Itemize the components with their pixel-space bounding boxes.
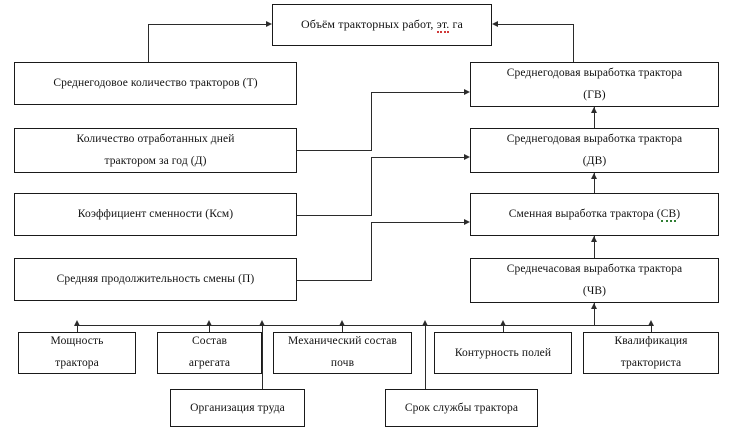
node-tractor-lifetime: Срок службы трактора — [385, 389, 538, 427]
node-driver-qualification-line2: тракториста — [620, 357, 682, 369]
arrow-labor-to-bus — [258, 320, 265, 326]
arrow-to-sv — [464, 218, 470, 225]
title-text-tail: га — [452, 17, 463, 32]
node-total-volume: Объём тракторных работ, эт. га — [272, 4, 492, 46]
connector-lifetime-stem — [425, 325, 426, 389]
node-field-contour-label: Контурность полей — [454, 346, 552, 359]
node-soil-composition: Механический состав почв — [273, 332, 412, 374]
node-worked-days: Количество отработанных дней трактором з… — [14, 128, 297, 173]
connector-labor-stem — [262, 325, 263, 389]
node-hourly-output: Среднечасовая выработка трактора (ЧВ) — [470, 258, 719, 303]
node-worked-days-line1: Количество отработанных дней — [76, 132, 235, 145]
connector-bus-to-chv — [594, 303, 595, 326]
arrow-soil-to-bus — [338, 320, 345, 326]
connector-gv-to-title-vertical — [573, 24, 574, 62]
connector-d-to-elbow — [297, 150, 372, 151]
node-unit-composition-line1: Состав — [191, 335, 228, 348]
connector-dv-to-gv — [594, 107, 595, 128]
node-shift-coefficient-label: Коэффициент сменности (Ксм) — [77, 208, 234, 221]
node-unit-composition-line2: агрегата — [188, 357, 231, 369]
node-annual-output-line2: (ГВ) — [583, 88, 606, 101]
title-text-main: Объём тракторных работ, — [301, 17, 434, 32]
connector-fields-stem — [503, 325, 504, 333]
arrow-t-to-title — [266, 20, 272, 27]
node-annual-output: Среднегодовая выработка трактора (ГВ) — [470, 62, 719, 107]
connector-elbow-ksm-vertical — [371, 157, 372, 216]
node-shift-output-label: Сменная выработка трактора (СВ) — [476, 206, 713, 223]
node-annual-output-line1: Среднегодовая выработка трактора — [506, 66, 683, 79]
arrow-dv-to-gv — [590, 107, 597, 113]
arrow-bus-to-chv — [590, 303, 597, 309]
connector-t-to-title-horizontal — [148, 24, 266, 25]
connector-sv-to-dv — [594, 173, 595, 194]
node-soil-composition-line1: Механический состав — [288, 335, 397, 348]
node-hourly-output-line2: (ЧВ) — [582, 284, 607, 297]
node-labor-organization-label: Организация труда — [190, 401, 285, 414]
connector-elbow-p-vertical — [371, 222, 372, 281]
node-shift-output-tail: ) — [676, 208, 681, 221]
node-tractor-power: Мощность трактора — [18, 332, 136, 374]
node-shift-duration-label: Средняя продолжительность смены (П) — [56, 273, 255, 286]
node-daily-output-line1: Среднегодовая выработка трактора — [506, 132, 683, 145]
connector-t-to-title-vertical — [148, 24, 149, 62]
connector-chv-to-sv — [594, 236, 595, 258]
node-daily-output: Среднегодовая выработка трактора (ДВ) — [470, 128, 719, 173]
node-shift-output-tag: СВ — [660, 208, 677, 223]
node-driver-qualification: Квалификация тракториста — [583, 332, 719, 374]
arrow-gv-to-title — [492, 20, 498, 27]
node-daily-output-line2: (ДВ) — [582, 154, 607, 167]
node-soil-composition-line2: почв — [330, 357, 355, 369]
node-driver-qualification-line1: Квалификация — [614, 335, 688, 348]
node-shift-duration: Средняя продолжительность смены (П) — [14, 258, 297, 301]
node-tractor-power-line1: Мощность — [50, 335, 104, 348]
connector-elbow-to-gv — [371, 92, 464, 93]
node-hourly-output-line1: Среднечасовая выработка трактора — [506, 262, 683, 275]
node-annual-output-label: Среднегодовая выработка трактора (ГВ) — [476, 63, 713, 107]
node-tractor-power-label: Мощность трактора — [24, 331, 130, 375]
node-driver-qualification-label: Квалификация тракториста — [589, 331, 713, 375]
connector-p-to-elbow — [297, 280, 372, 281]
connector-unit-stem — [209, 325, 210, 333]
node-tractor-power-line2: трактора — [55, 357, 99, 369]
arrow-fields-to-bus — [499, 320, 506, 326]
node-unit-composition: Состав агрегата — [157, 332, 262, 374]
node-tractor-lifetime-label: Срок службы трактора — [404, 401, 519, 414]
node-unit-composition-label: Состав агрегата — [163, 331, 256, 375]
arrow-to-dv — [464, 153, 470, 160]
arrow-chv-to-sv — [590, 236, 597, 242]
node-shift-output-head: Сменная выработка трактора ( — [508, 208, 661, 221]
connector-elbow-to-dv — [371, 157, 464, 158]
node-soil-composition-label: Механический состав почв — [279, 331, 406, 375]
connector-factor-bus — [77, 325, 651, 326]
connector-soil-stem — [342, 325, 343, 333]
arrow-to-gv — [464, 88, 470, 95]
node-tractor-count: Среднегодовое количество тракторов (Т) — [14, 62, 297, 105]
node-field-contour: Контурность полей — [434, 332, 572, 374]
node-tractor-count-label: Среднегодовое количество тракторов (Т) — [53, 77, 258, 90]
node-shift-coefficient: Коэффициент сменности (Ксм) — [14, 193, 297, 236]
connector-elbow-to-sv — [371, 222, 464, 223]
node-shift-output: Сменная выработка трактора (СВ) — [470, 193, 719, 236]
node-hourly-output-label: Среднечасовая выработка трактора (ЧВ) — [476, 259, 713, 303]
arrow-sv-to-dv — [590, 173, 597, 179]
title-text-misspelled: эт. — [436, 17, 450, 34]
node-daily-output-label: Среднегодовая выработка трактора (ДВ) — [476, 129, 713, 173]
node-total-volume-label: Объём тракторных работ, эт. га — [278, 16, 486, 34]
arrow-qualif-to-bus — [647, 320, 654, 326]
connector-ksm-to-elbow — [297, 215, 372, 216]
connector-power-stem — [77, 325, 78, 333]
node-worked-days-line2: трактором за год (Д) — [104, 154, 207, 167]
connector-gv-to-title-horizontal — [498, 24, 574, 25]
node-labor-organization: Организация труда — [170, 389, 305, 427]
arrow-lifetime-to-bus — [421, 320, 428, 326]
connector-elbow-d-vertical — [371, 92, 372, 151]
node-worked-days-label: Количество отработанных дней трактором з… — [20, 129, 291, 173]
connector-qualif-stem — [651, 325, 652, 333]
arrow-unit-to-bus — [205, 320, 212, 326]
arrow-power-to-bus — [73, 320, 80, 326]
